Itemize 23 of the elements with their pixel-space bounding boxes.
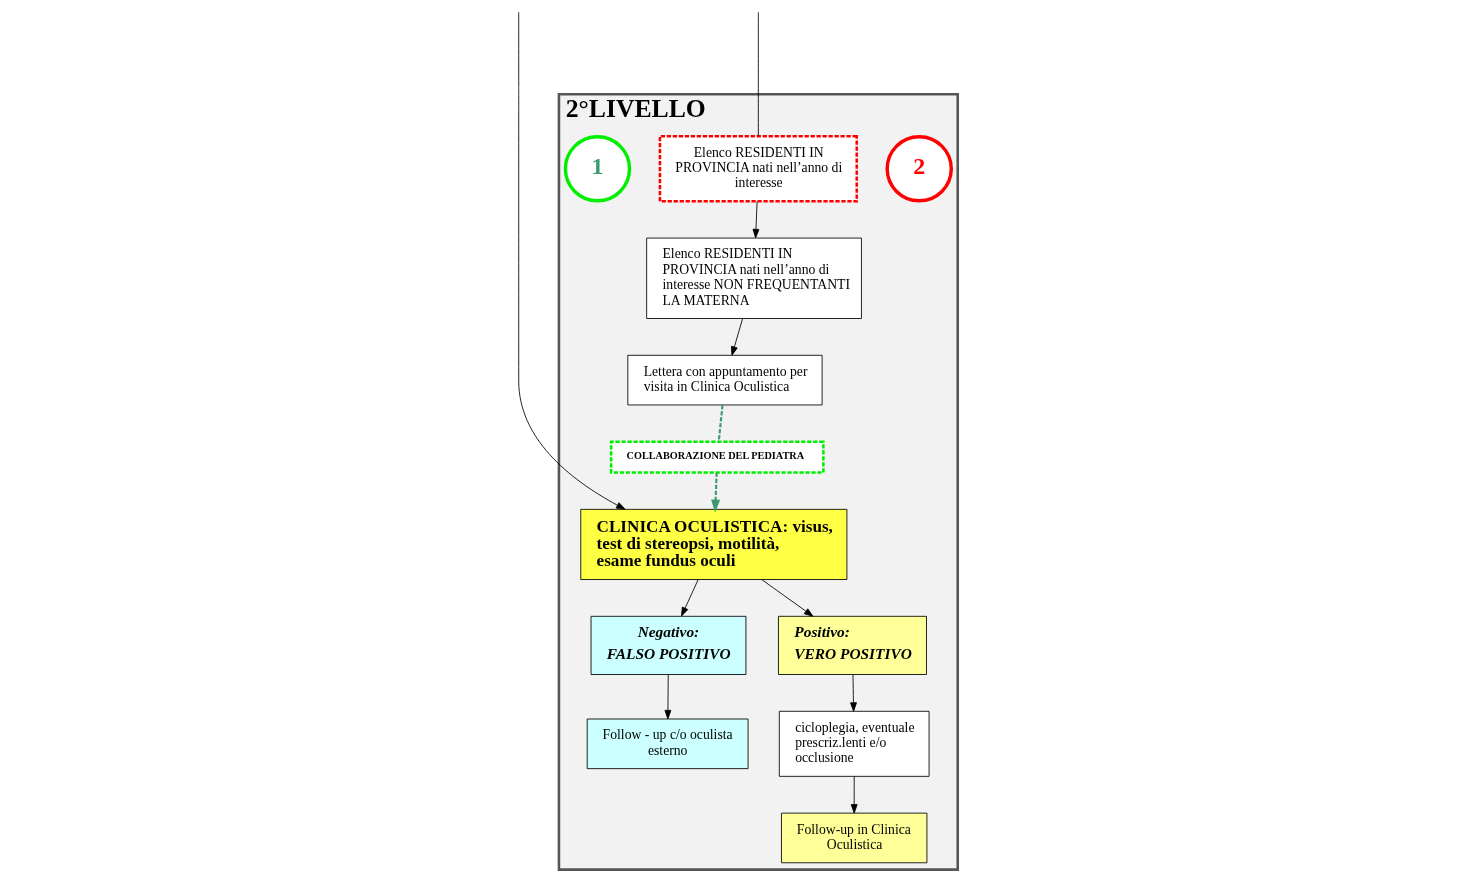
node-box: Elenco RESIDENTI IN PROVINCIA nati nell’anno di interesse NON FREQUENTANTI LA MATERNA: [645, 237, 862, 319]
node-box: CLINICA OCULISTICA: visus, test di stereopsi, motilità, esame fundus oculi: [579, 508, 847, 580]
node-box: Elenco RESIDENTI IN PROVINCIA nati nell’anno di interesse: [658, 134, 858, 203]
node-circle: 2: [884, 135, 953, 203]
node-circle: 1: [563, 135, 631, 203]
arrow: [664, 674, 671, 720]
arrow: [849, 674, 857, 712]
arrow: [680, 579, 699, 617]
node-box: COLLABORAZIONE DEL PEDIATRA: [609, 440, 825, 474]
node-box: Follow - up c/o oculista esterno: [586, 718, 748, 770]
arrow: [761, 579, 813, 617]
arrow: [730, 318, 743, 356]
node-box: Follow-up in Clinica Oculistica: [780, 812, 927, 864]
node-box: Lettera con appuntamento per visita in Clinica Oculistica: [626, 354, 822, 406]
node-box: Negativo: FALSO POSITIVO: [590, 615, 746, 675]
arrow: [517, 11, 626, 510]
arrow: [752, 200, 759, 239]
connector: [717, 405, 724, 442]
node-box: Positivo: VERO POSITIVO: [777, 615, 927, 675]
arrow: [710, 472, 720, 513]
arrow: [850, 776, 858, 814]
connector: [757, 11, 759, 137]
node-box: cicloplegia, eventuale prescriz.lenti e/o occlusione: [778, 710, 929, 777]
